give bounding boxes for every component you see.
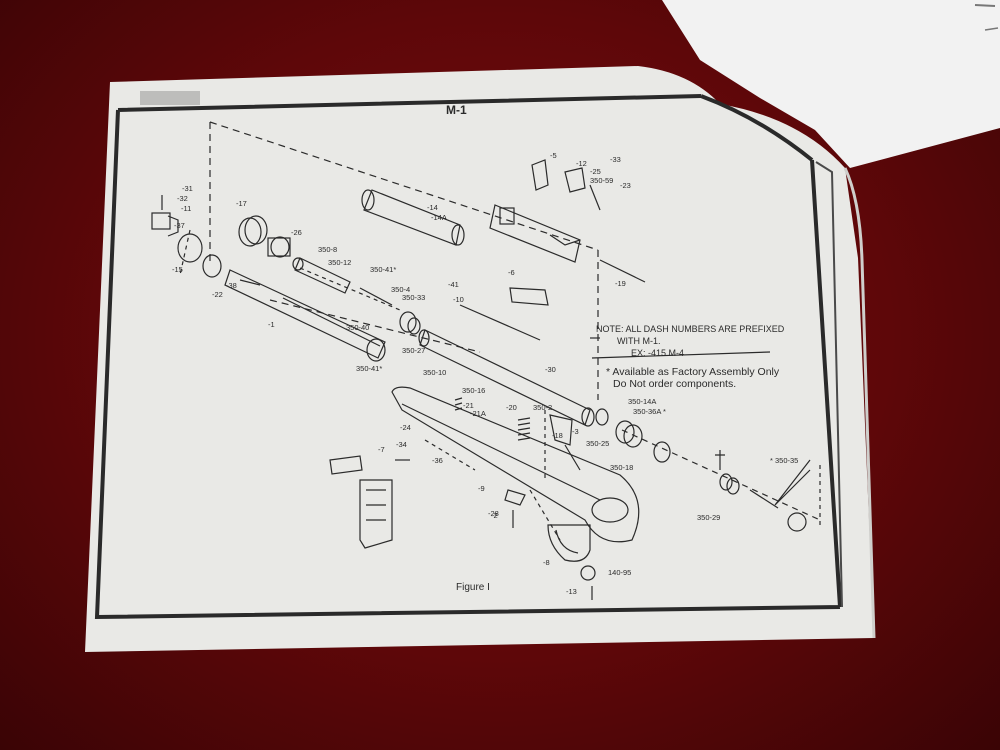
svg-text:-36: -36 bbox=[432, 456, 443, 465]
svg-text:-30: -30 bbox=[545, 365, 556, 374]
svg-text:350-41*: 350-41* bbox=[356, 364, 382, 373]
svg-text:-33: -33 bbox=[610, 155, 621, 164]
svg-text:-15: -15 bbox=[172, 265, 183, 274]
svg-text:-21A: -21A bbox=[470, 409, 486, 418]
svg-text:-21: -21 bbox=[463, 401, 474, 410]
svg-text:-34: -34 bbox=[396, 440, 407, 449]
svg-text:350-33: 350-33 bbox=[402, 293, 425, 302]
svg-text:-24: -24 bbox=[400, 423, 411, 432]
svg-text:* 350-35: * 350-35 bbox=[770, 456, 798, 465]
svg-text:-18: -18 bbox=[552, 431, 563, 440]
svg-text:350-27: 350-27 bbox=[402, 346, 425, 355]
svg-text:350-14A: 350-14A bbox=[628, 397, 656, 406]
svg-text:-8: -8 bbox=[543, 558, 550, 567]
figure-caption: Figure I bbox=[456, 582, 490, 593]
svg-text:-6: -6 bbox=[508, 268, 515, 277]
svg-text:-10: -10 bbox=[453, 295, 464, 304]
svg-text:-41: -41 bbox=[448, 280, 459, 289]
note-line-3: EX: -415 M-4 bbox=[631, 348, 685, 358]
svg-text:-14A: -14A bbox=[431, 213, 447, 222]
svg-text:350-2: 350-2 bbox=[533, 403, 552, 412]
svg-text:140-95: 140-95 bbox=[608, 568, 631, 577]
availability-line-1: * Available as Factory Assembly Only bbox=[606, 366, 780, 378]
svg-text:-28: -28 bbox=[488, 509, 499, 518]
svg-text:-14: -14 bbox=[427, 203, 438, 212]
svg-text:350-8: 350-8 bbox=[318, 245, 337, 254]
availability-line-2: Do Not order components. bbox=[613, 378, 737, 390]
svg-text:350-10: 350-10 bbox=[423, 368, 446, 377]
svg-text:-23: -23 bbox=[620, 181, 631, 190]
svg-text:350-16: 350-16 bbox=[462, 386, 485, 395]
svg-text:-9: -9 bbox=[478, 484, 485, 493]
svg-text:-25: -25 bbox=[590, 167, 601, 176]
svg-text:-22: -22 bbox=[212, 290, 223, 299]
svg-text:-32: -32 bbox=[177, 194, 188, 203]
svg-text:-13: -13 bbox=[566, 587, 577, 596]
svg-text:-12: -12 bbox=[576, 159, 587, 168]
svg-text:-1: -1 bbox=[268, 320, 275, 329]
svg-text:-37: -37 bbox=[174, 221, 185, 230]
svg-text:350-25: 350-25 bbox=[586, 439, 609, 448]
svg-text:350-4: 350-4 bbox=[391, 285, 410, 294]
svg-text:350-29: 350-29 bbox=[697, 513, 720, 522]
svg-text:-17: -17 bbox=[236, 199, 247, 208]
svg-text:350-40: 350-40 bbox=[346, 323, 369, 332]
svg-text:350-36A *: 350-36A * bbox=[633, 407, 666, 416]
svg-text:-19: -19 bbox=[615, 279, 626, 288]
svg-text:350-59: 350-59 bbox=[590, 176, 613, 185]
svg-text:-2: -2 bbox=[491, 511, 498, 520]
svg-text:-31: -31 bbox=[182, 184, 193, 193]
svg-text:-26: -26 bbox=[291, 228, 302, 237]
note-line-2: WITH M-1. bbox=[617, 336, 661, 346]
svg-text:350-12: 350-12 bbox=[328, 258, 351, 267]
svg-text:350-18: 350-18 bbox=[610, 463, 633, 472]
svg-text:-20: -20 bbox=[506, 403, 517, 412]
diagram-title: M-1 bbox=[446, 103, 467, 117]
svg-text:-11: -11 bbox=[181, 204, 191, 213]
svg-text:-38: -38 bbox=[226, 281, 237, 290]
svg-text:-5: -5 bbox=[550, 151, 557, 160]
svg-text:350-41*: 350-41* bbox=[370, 265, 396, 274]
note-line-1: NOTE: ALL DASH NUMBERS ARE PREFIXED bbox=[596, 324, 785, 334]
svg-text:-7: -7 bbox=[378, 445, 385, 454]
svg-text:-3: -3 bbox=[572, 427, 579, 436]
